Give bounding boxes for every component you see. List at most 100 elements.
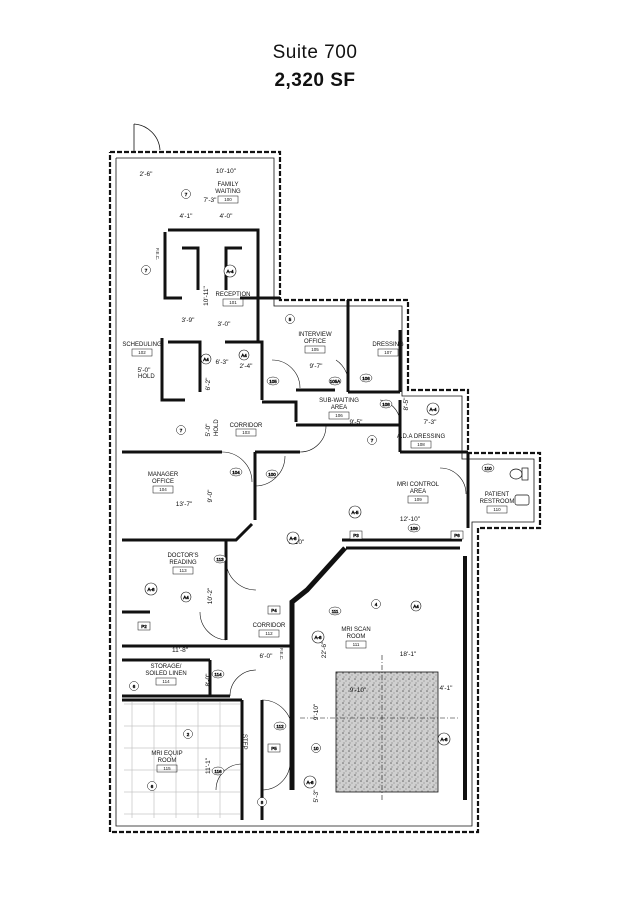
dimension: 5'-0" xyxy=(138,367,152,374)
restroom-fixtures xyxy=(509,467,530,506)
mri-equip-tiles xyxy=(124,702,240,818)
dimension: 7'-3" xyxy=(204,197,218,204)
panel-tag: P2 xyxy=(141,624,147,629)
room-label: AREA xyxy=(410,489,426,495)
dimension: 11'-8" xyxy=(172,647,189,654)
room-number: 104 xyxy=(159,487,167,492)
room-label: CORRIDOR xyxy=(230,423,263,429)
hold-note: HOLD xyxy=(138,374,155,380)
dimension: 11'-1" xyxy=(205,757,212,774)
keynote-tag: 7 xyxy=(180,428,183,433)
keynote-tag: 8 xyxy=(261,800,264,805)
panel-tag: P3 xyxy=(353,533,359,538)
room-label: ROOM xyxy=(158,758,177,764)
elevation-tag: A-6 xyxy=(147,587,155,592)
elevation-tag: A-5 xyxy=(351,510,359,515)
room-label: STORAGE/ xyxy=(151,664,182,670)
elevation-tag: A4 xyxy=(413,604,419,609)
room-label: SUB-WAITING xyxy=(319,398,359,404)
door-tag: 110 xyxy=(484,466,492,471)
room-number: 103 xyxy=(242,430,250,435)
room-label: DOCTOR'S xyxy=(167,553,198,559)
room-label: AREA xyxy=(331,405,347,411)
step-note: STEP xyxy=(241,734,247,750)
dimension: 8'-5" xyxy=(403,397,410,411)
room-label: SCHEDULING xyxy=(122,342,162,348)
room-label: MRI SCAN xyxy=(341,627,370,633)
suite-area: 2,320 SF xyxy=(274,70,356,91)
elevation-tag: A-4 xyxy=(429,407,437,412)
room-label: OFFICE xyxy=(152,479,174,485)
dimension: 5'-3" xyxy=(313,789,320,803)
room-number: 109 xyxy=(414,497,422,502)
elevation-tag: A-6 xyxy=(289,536,297,541)
room-number: 110 xyxy=(493,507,501,512)
room-label: FAMILY xyxy=(218,182,239,188)
elevation-tag: A4 xyxy=(203,357,209,362)
room-label: SOILED LINEN xyxy=(145,671,186,677)
door-tag: 116 xyxy=(214,769,222,774)
room-number: 115 xyxy=(163,766,171,771)
dimension: 5'-0" xyxy=(205,423,212,437)
keynote-tag: 10 xyxy=(313,746,319,751)
dimension: 4'-1" xyxy=(180,213,194,220)
room-number: 111 xyxy=(353,642,360,647)
door-tag: 114 xyxy=(214,672,222,677)
room-label: ROOM xyxy=(347,634,366,640)
dimension: 9'-10" xyxy=(350,687,367,694)
panel-tags: P2 P3 P4 P5 P6 xyxy=(137,530,464,753)
keynote-tags: 7 7 5 7 7 6 6 2 8 10 4 xyxy=(129,189,381,807)
door-tag: 108 xyxy=(382,402,390,407)
fec-note: F.E.C. xyxy=(279,648,284,660)
dimension: 7'-3" xyxy=(424,419,438,426)
dimension: 2'-6" xyxy=(140,171,154,178)
elevation-tag: A-6 xyxy=(306,780,314,785)
hold-note: HOLD xyxy=(214,419,220,436)
dimension: 18'-1" xyxy=(400,651,417,658)
room-number: 108 xyxy=(417,442,425,447)
room-label: A.D.A DRESSING xyxy=(397,434,446,440)
dimension: 6'-3" xyxy=(216,359,230,366)
room-number: 106 xyxy=(335,413,343,418)
dimension: 9'-10" xyxy=(313,703,320,720)
panel-tag: P4 xyxy=(271,608,277,613)
room-number: 100 xyxy=(224,197,232,202)
dimension: 4'-1" xyxy=(440,685,454,692)
door-tag: 105 xyxy=(269,379,277,384)
dimension: 10'-10" xyxy=(216,168,237,175)
room-labels: FAMILY WAITING 100 RECEPTION 101 SCHEDUL… xyxy=(122,182,514,771)
panel-tag: P5 xyxy=(271,746,277,751)
room-label: DRESSING xyxy=(372,342,404,348)
door-tag: 100 xyxy=(268,472,276,477)
room-number: 114 xyxy=(162,679,170,684)
fec-note: F.E.C. xyxy=(155,248,160,260)
room-label: OFFICE xyxy=(304,339,326,345)
room-number: 112 xyxy=(265,631,273,636)
room-label: MRI CONTROL xyxy=(397,482,440,488)
magnet-pad xyxy=(335,671,439,793)
keynote-tag: 5 xyxy=(289,317,292,322)
keynote-tag: 6 xyxy=(133,684,136,689)
entry-door xyxy=(133,123,161,152)
dimension: 10'-11" xyxy=(203,285,210,305)
elevation-markers: A-4 A4 A4 A-5 A-6 A-6 A-6 A-6 A-6 A-4 A4… xyxy=(144,264,451,789)
room-label: INTERVIEW xyxy=(298,332,332,338)
room-number-boxes xyxy=(131,195,508,773)
door-tag: 111 xyxy=(332,609,339,614)
door-tag: 112 xyxy=(276,724,284,729)
door-tag: 105A xyxy=(330,379,341,384)
door-tag: 109 xyxy=(410,526,418,531)
room-label: PATIENT xyxy=(485,492,510,498)
keynote-tag: 4 xyxy=(375,602,378,607)
dimension: 4'-0" xyxy=(220,213,234,220)
door-tag: 106 xyxy=(362,376,370,381)
suite-boundary-inner xyxy=(115,157,535,827)
notes: HOLD HOLD STEP F.E.C. F.E.C. xyxy=(138,248,284,750)
interior-walls xyxy=(122,228,470,820)
keynote-tag: 2 xyxy=(187,732,190,737)
dimension: 10'-2" xyxy=(207,587,214,604)
room-number: 102 xyxy=(138,350,146,355)
dimension: 3'-9" xyxy=(182,317,196,324)
room-number: 113 xyxy=(179,568,187,573)
